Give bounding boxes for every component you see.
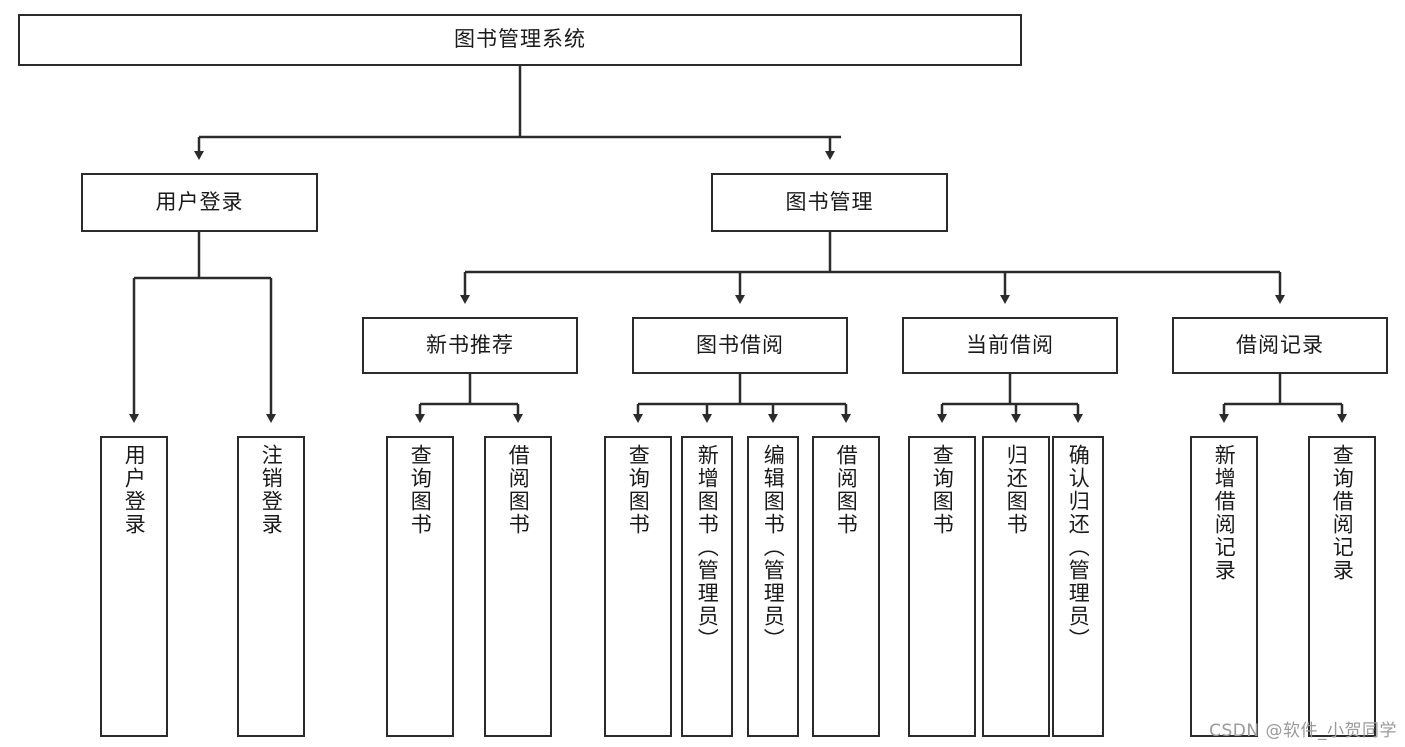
node-leaf-user-login-label: 用户登录 (122, 444, 147, 536)
node-leaf-query-book-rec-label: 查询图书 (408, 444, 433, 536)
node-book-management-label: 图书管理 (785, 189, 874, 214)
node-book-management[interactable]: 图书管理 (711, 173, 948, 232)
node-leaf-confirm-return-admin-label: 确认归还（管理员） (1066, 444, 1091, 651)
node-leaf-borrow-book-label: 借阅图书 (834, 444, 859, 536)
node-leaf-borrow-book-rec[interactable]: 借阅图书 (484, 436, 552, 737)
node-leaf-query-book-borrow-label: 查询图书 (626, 444, 651, 536)
node-leaf-add-borrow-record[interactable]: 新增借阅记录 (1190, 436, 1258, 737)
node-leaf-borrow-book[interactable]: 借阅图书 (812, 436, 880, 737)
watermark-text: CSDN @软件_小贺同学 (1209, 721, 1397, 741)
node-leaf-confirm-return-admin[interactable]: 确认归还（管理员） (1052, 436, 1104, 737)
node-leaf-query-borrow-record[interactable]: 查询借阅记录 (1308, 436, 1376, 737)
node-new-book-recommend-label: 新书推荐 (426, 332, 514, 357)
node-leaf-edit-book-admin[interactable]: 编辑图书（管理员） (747, 436, 799, 737)
node-leaf-user-logout-label: 注销登录 (259, 444, 284, 536)
node-leaf-user-logout[interactable]: 注销登录 (237, 436, 305, 737)
node-leaf-add-book-admin[interactable]: 新增图书（管理员） (681, 436, 733, 737)
node-leaf-edit-book-admin-label: 编辑图书（管理员） (761, 444, 786, 651)
node-book-borrow[interactable]: 图书借阅 (632, 317, 848, 374)
node-leaf-add-book-admin-label: 新增图书（管理员） (695, 444, 720, 651)
node-leaf-query-borrow-record-label: 查询借阅记录 (1330, 444, 1355, 582)
node-root[interactable]: 图书管理系统 (18, 14, 1022, 66)
node-leaf-query-book-rec[interactable]: 查询图书 (386, 436, 454, 737)
node-leaf-query-book-borrow[interactable]: 查询图书 (604, 436, 672, 737)
node-user-login[interactable]: 用户登录 (81, 173, 318, 232)
node-user-login-label: 用户登录 (155, 189, 244, 214)
node-new-book-recommend[interactable]: 新书推荐 (362, 317, 578, 374)
node-borrow-record-label: 借阅记录 (1236, 332, 1324, 357)
node-leaf-return-book[interactable]: 归还图书 (982, 436, 1050, 737)
node-leaf-add-borrow-record-label: 新增借阅记录 (1212, 444, 1237, 582)
node-current-borrow[interactable]: 当前借阅 (902, 317, 1118, 374)
node-leaf-return-book-label: 归还图书 (1004, 444, 1029, 536)
node-root-label: 图书管理系统 (454, 27, 586, 52)
node-leaf-query-book-current-label: 查询图书 (930, 444, 955, 536)
node-leaf-query-book-current[interactable]: 查询图书 (908, 436, 976, 737)
node-leaf-borrow-book-rec-label: 借阅图书 (506, 444, 531, 536)
node-borrow-record[interactable]: 借阅记录 (1172, 317, 1388, 374)
node-current-borrow-label: 当前借阅 (966, 332, 1054, 357)
node-leaf-user-login[interactable]: 用户登录 (100, 436, 168, 737)
node-book-borrow-label: 图书借阅 (696, 332, 784, 357)
